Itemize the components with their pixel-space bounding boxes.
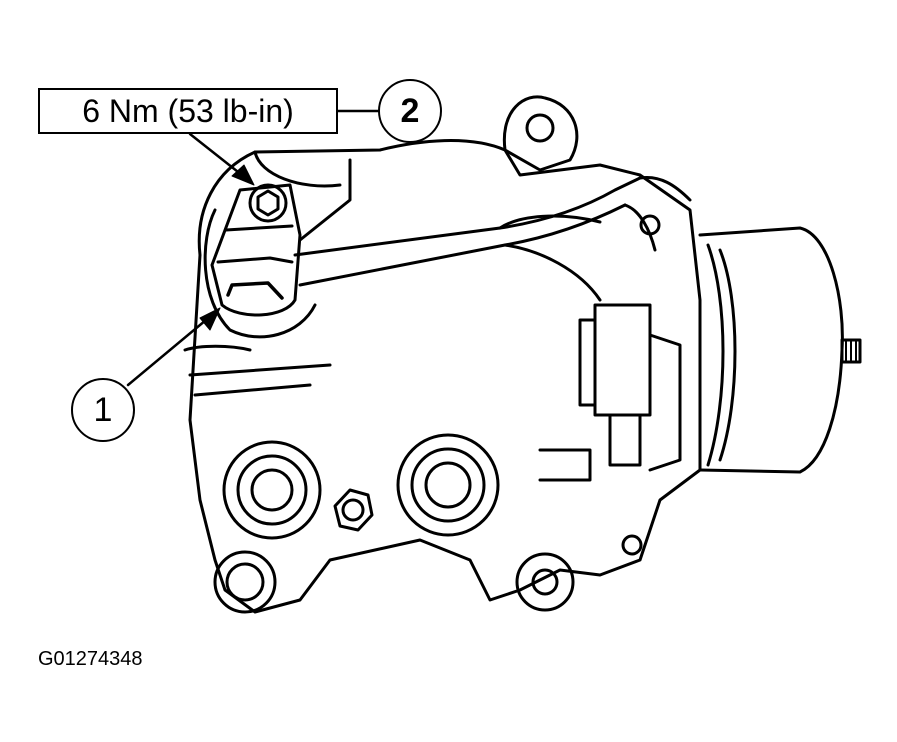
torque-spec-label: 6 Nm (53 lb-in) xyxy=(38,88,338,134)
sensor-body xyxy=(210,183,302,317)
housing-rib xyxy=(188,363,332,377)
side-fastener xyxy=(621,534,643,556)
compressor-housing xyxy=(188,139,702,614)
sensor-tip xyxy=(226,281,284,300)
sensor-boss xyxy=(203,208,317,339)
electrical-connector xyxy=(593,303,652,417)
center-bolt xyxy=(333,488,374,532)
sensor-bolt xyxy=(248,183,288,223)
leader-callout-1 xyxy=(126,313,214,387)
upper-ear-hole xyxy=(525,113,555,143)
leader-torque-arrow xyxy=(231,164,255,186)
lower-center-boss xyxy=(396,433,500,537)
lower-left-boss xyxy=(222,440,322,540)
sensor-bolt-hex xyxy=(256,189,280,217)
clutch-pulley-face xyxy=(698,226,844,474)
upper-mounting-ear xyxy=(502,95,579,172)
leader-callout-1-arrow xyxy=(199,307,221,331)
lower-right-ear xyxy=(515,552,575,612)
lower-ear xyxy=(213,550,277,614)
wiring-harness xyxy=(293,176,642,257)
callout-2: 2 xyxy=(378,79,442,143)
figure-code: G01274348 xyxy=(38,648,143,670)
callout-1: 1 xyxy=(71,378,135,442)
